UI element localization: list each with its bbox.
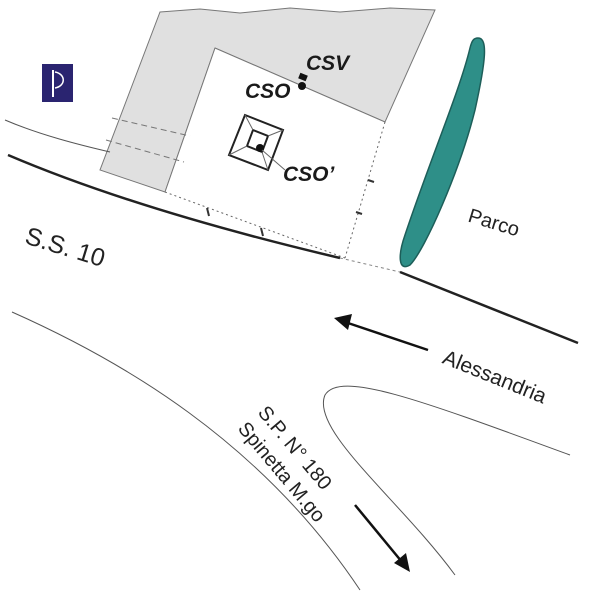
csv-marker	[298, 72, 308, 82]
label-cso-prime: CSO’	[283, 163, 335, 186]
lot-boundary-bottom	[164, 191, 346, 259]
cso-marker	[298, 82, 306, 90]
road-edge-lower	[11, 311, 361, 591]
park-strip	[399, 37, 486, 268]
logo	[42, 64, 73, 102]
building-area	[99, 7, 436, 193]
road-sp180-edge	[322, 385, 571, 576]
cso-prime-structure	[227, 113, 286, 172]
arrow-to-spinetta-icon	[354, 504, 410, 572]
label-csv: CSV	[306, 52, 350, 75]
arrow-to-alessandria-icon	[334, 314, 429, 352]
lot-boundary-right	[344, 121, 386, 259]
label-cso: CSO	[245, 80, 291, 103]
road-ss10-edge	[7, 153, 341, 260]
